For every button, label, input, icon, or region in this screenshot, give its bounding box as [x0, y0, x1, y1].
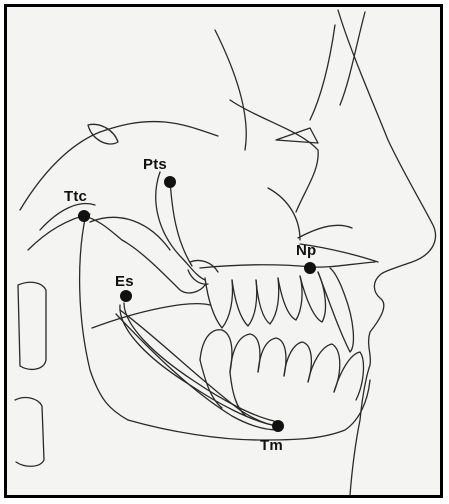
landmark-marker-es	[120, 290, 132, 302]
landmark-marker-tm	[272, 420, 284, 432]
landmark-marker-ttc	[78, 210, 90, 222]
landmark-marker-np	[304, 262, 316, 274]
label-ttc: Ttc	[64, 189, 87, 204]
label-tm: Tm	[260, 438, 283, 453]
landmark-marker-pts	[164, 176, 176, 188]
label-pts: Pts	[143, 157, 167, 172]
label-es: Es	[115, 274, 134, 289]
label-np: Np	[296, 243, 316, 258]
